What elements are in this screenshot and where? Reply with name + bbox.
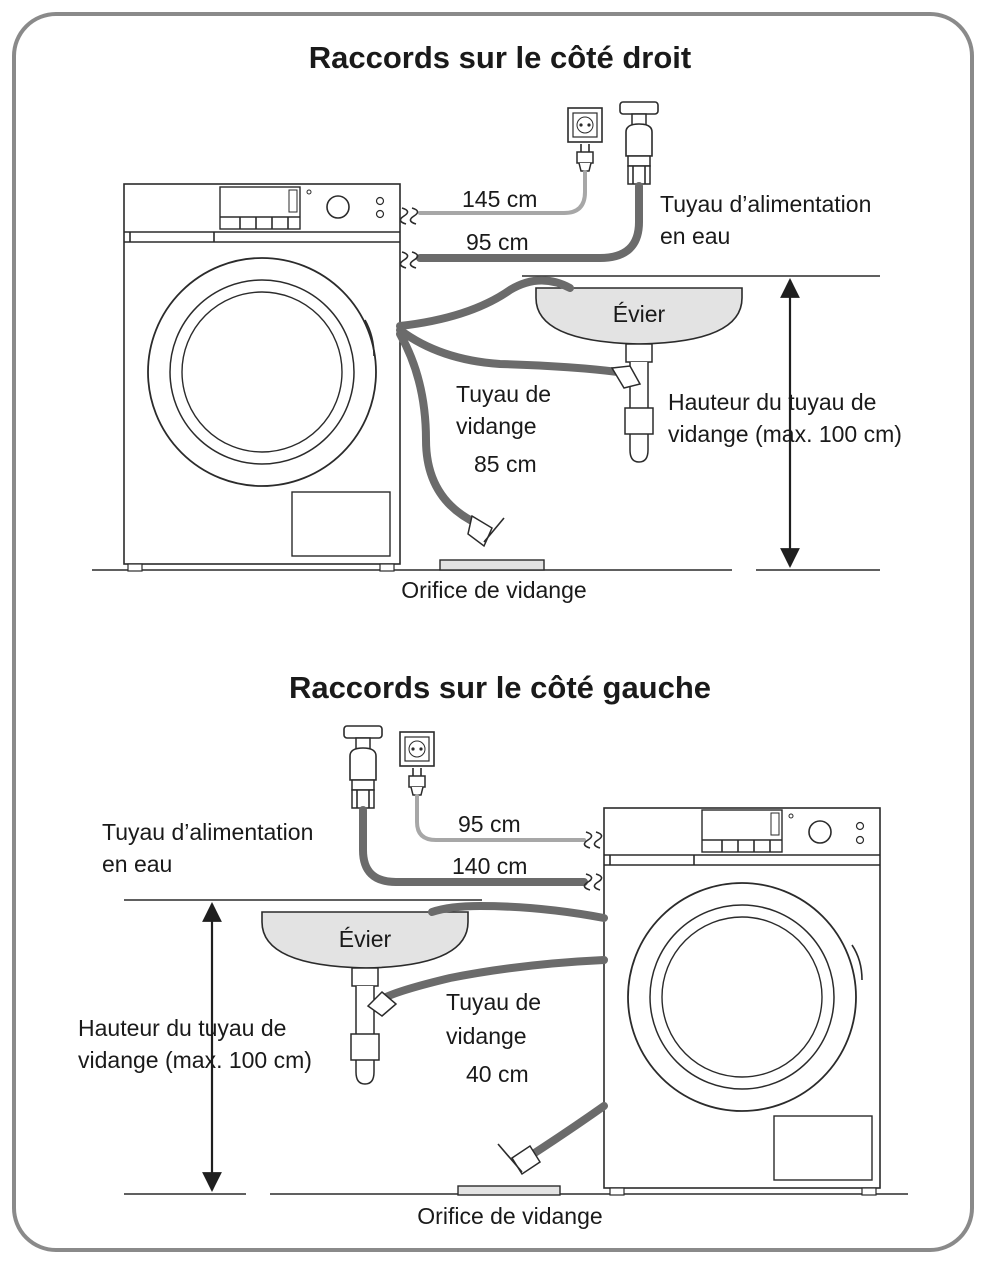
bottom-drain-hose-length: 40 cm [466, 1061, 529, 1087]
top-drain-hose-length: 85 cm [474, 451, 537, 477]
diagram-frame [12, 12, 974, 1252]
bottom-plug-icon [408, 768, 426, 796]
top-sink [522, 275, 880, 463]
top-drain-hose-label-line2: vidange [456, 413, 537, 439]
bottom-drain-hose-label-line1: Tuyau de [446, 989, 541, 1015]
top-filter-cover [291, 491, 391, 557]
bottom-sink [124, 899, 482, 1085]
bottom-drain-hose-to-sink [380, 956, 608, 1002]
top-drain-hose-label-line1: Tuyau de [456, 381, 551, 407]
bottom-drain-hose-to-floor [526, 1102, 608, 1160]
bottom-power-cable [415, 794, 586, 842]
top-inlet-hose [416, 182, 643, 262]
top-sink-label: Évier [613, 301, 666, 327]
bottom-floor-drain [457, 1185, 561, 1196]
bottom-washing-machine [603, 807, 881, 1196]
bottom-wall-socket-icon [399, 731, 435, 767]
top-dial-icon [326, 195, 350, 219]
bottom-inlet-hose-length: 140 cm [452, 853, 527, 879]
bottom-water-supply-label-line2: en eau [102, 851, 172, 877]
top-drain-hose-to-sink [396, 326, 622, 376]
bottom-title: Raccords sur le côté gauche [289, 670, 711, 705]
top-drain-outlet-label: Orifice de vidange [401, 577, 586, 603]
top-drain-height-label-line1: Hauteur du tuyau de [668, 389, 876, 415]
top-power-cable [418, 170, 587, 215]
bottom-filter-cover [773, 1115, 873, 1181]
bottom-water-tap-icon [343, 725, 383, 809]
bottom-drain-outlet-label: Orifice de vidange [417, 1203, 602, 1229]
bottom-drain-elbow-icon [366, 990, 398, 1017]
bottom-display-panel [701, 809, 783, 853]
bottom-dial-icon [808, 820, 832, 844]
top-water-supply-label-line1: Tuyau d’alimentation [660, 191, 871, 217]
top-drain-elbow-icon [610, 365, 642, 389]
top-display-panel [219, 186, 301, 230]
top-section: Raccords sur le côté droit [92, 40, 902, 603]
top-title: Raccords sur le côté droit [309, 40, 691, 75]
top-outlet-cable-length: 145 cm [462, 186, 537, 212]
top-wall-socket-icon [567, 107, 603, 143]
bottom-drain-hose-label-line2: vidange [446, 1023, 527, 1049]
top-drain-height-label-line2: vidange (max. 100 cm) [668, 421, 902, 447]
bottom-drain-height-label-line1: Hauteur du tuyau de [78, 1015, 286, 1041]
bottom-drain-hose-to-sink-upper [428, 902, 608, 922]
bottom-outlet-cable-length: 95 cm [458, 811, 521, 837]
bottom-sink-label: Évier [339, 926, 392, 952]
bottom-section: Raccords sur le côté gauche [78, 670, 908, 1229]
top-floor-drain [439, 559, 545, 571]
bottom-drain-height-label-line2: vidange (max. 100 cm) [78, 1047, 312, 1073]
top-water-supply-label-line2: en eau [660, 223, 730, 249]
top-washing-machine [123, 183, 401, 572]
top-drain-hose-to-sink-upper [396, 276, 574, 330]
bottom-inlet-hose [359, 806, 588, 886]
top-water-tap-icon [619, 101, 659, 185]
top-drain-hose-to-floor [396, 330, 482, 528]
bottom-water-supply-label-line1: Tuyau d’alimentation [102, 819, 313, 845]
top-plug-icon [576, 144, 594, 172]
top-inlet-hose-length: 95 cm [466, 229, 529, 255]
